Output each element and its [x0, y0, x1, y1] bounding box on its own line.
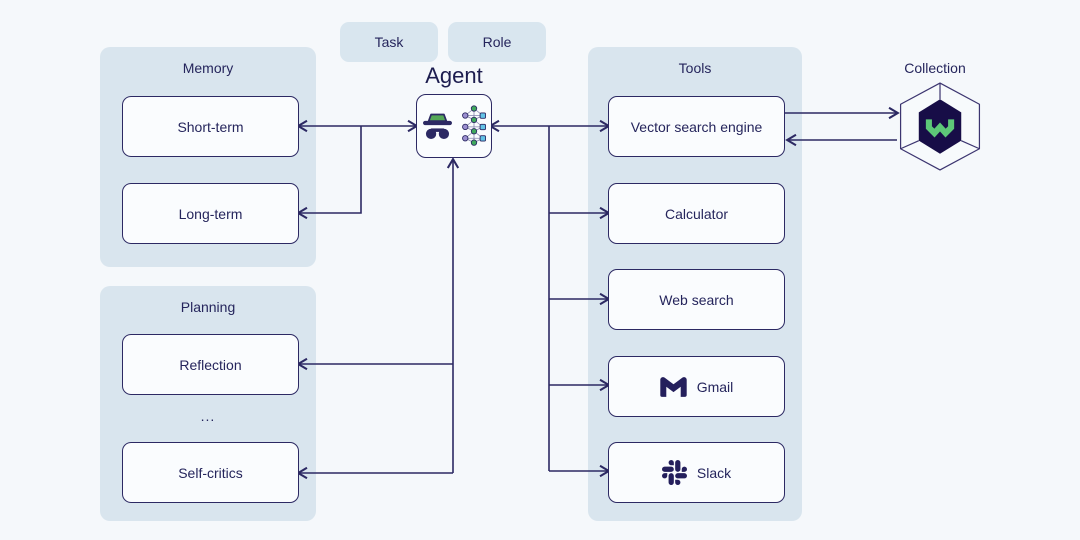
node-self-critics: Self-critics	[122, 442, 299, 503]
planning-title: Planning	[180, 299, 236, 315]
collection-title: Collection	[904, 60, 966, 76]
node-slack: Slack	[608, 442, 785, 503]
neural-network-icon	[460, 103, 488, 149]
node-label: Self-critics	[178, 464, 243, 481]
node-long-term: Long-term	[122, 183, 299, 244]
slack-icon	[661, 460, 687, 485]
node-label: Web search	[659, 291, 734, 308]
node-short-term: Short-term	[122, 96, 299, 157]
node-label: Slack	[696, 464, 732, 481]
memory-title: Memory	[182, 60, 234, 76]
node-label: Calculator	[664, 205, 729, 222]
task-label: Task	[374, 34, 404, 50]
node-gmail: Gmail	[608, 356, 785, 417]
node-label: Gmail	[696, 378, 734, 395]
node-reflection: Reflection	[122, 334, 299, 395]
node-vector-search-engine: Vector search engine	[608, 96, 785, 157]
incognito-agent-icon	[421, 112, 454, 141]
role-pill: Role	[448, 22, 546, 62]
role-label: Role	[482, 34, 512, 50]
gmail-icon	[660, 376, 687, 398]
node-web-search: Web search	[608, 269, 785, 330]
node-label: Vector search engine	[630, 118, 763, 135]
planning-ellipsis: ...	[200, 408, 216, 424]
node-label: Long-term	[178, 205, 243, 222]
node-label: Short-term	[177, 118, 244, 135]
node-label: Reflection	[179, 356, 242, 373]
task-pill: Task	[340, 22, 438, 62]
weaviate-hexagon-icon	[894, 79, 984, 178]
agent-node	[416, 94, 492, 158]
node-calculator: Calculator	[608, 183, 785, 244]
agent-title: Agent	[425, 63, 483, 88]
tools-title: Tools	[678, 60, 712, 76]
